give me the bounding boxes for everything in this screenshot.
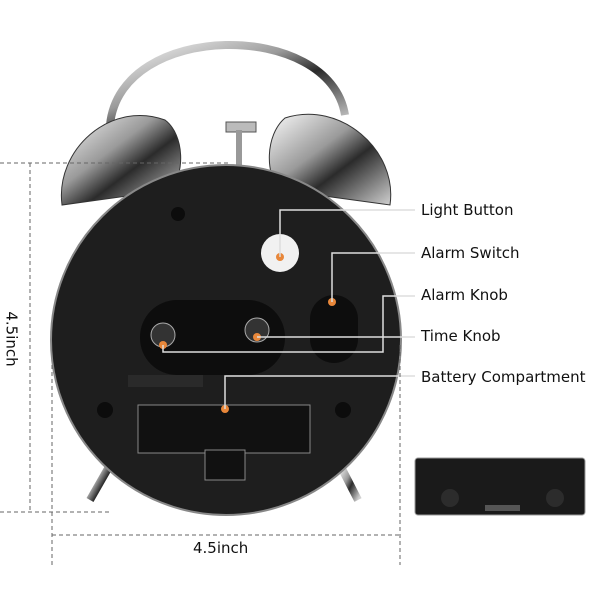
- leader-lines: [162, 209, 415, 409]
- height-dimension: 4.5inch: [2, 311, 21, 367]
- bell-handle: [106, 40, 349, 126]
- alarm-switch: [310, 295, 358, 363]
- callout-light-button: Light Button: [421, 201, 514, 219]
- callout-alarm-switch: Alarm Switch: [421, 244, 520, 262]
- callout-time-knob: Time Knob: [421, 327, 501, 345]
- left-leg: [86, 463, 114, 502]
- callout-battery-compartment: Battery Compartment: [421, 368, 586, 386]
- width-dimension: 4.5inch: [193, 539, 249, 557]
- callout-alarm-knob: Alarm Knob: [421, 286, 508, 304]
